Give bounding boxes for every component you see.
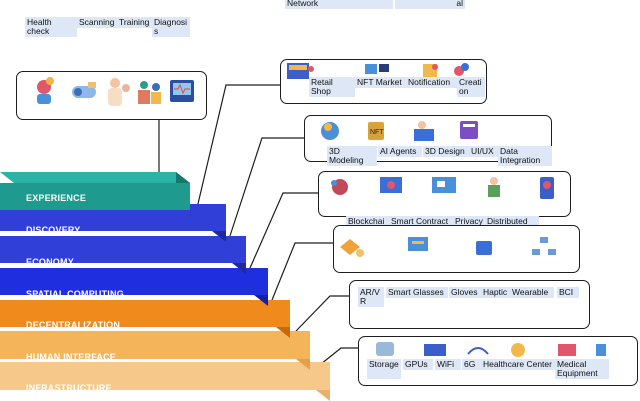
experience-icons <box>287 63 469 79</box>
wifi-icon <box>467 347 489 355</box>
top-strip-label-network: Network <box>285 0 331 9</box>
healthcare-icons <box>37 77 194 106</box>
item-retail-shop: Retail Shop <box>309 77 355 97</box>
6g-icon <box>511 343 525 357</box>
item-privacy: Privacy <box>453 216 487 227</box>
mobile-location-icon <box>540 177 554 199</box>
privacy-icon <box>476 241 492 255</box>
item-gloves: Gloves <box>449 287 481 298</box>
healthcare-center-icon <box>558 344 576 356</box>
ai-agents-icon: NFT <box>368 122 384 140</box>
gpu-icon <box>424 344 446 356</box>
training-icon <box>108 78 130 106</box>
top-strip-label-4: al <box>395 0 465 9</box>
tag-diagnosis: Diagnosis <box>152 17 190 37</box>
layer-experience-front <box>0 183 190 210</box>
layer-label-discovery: DISCOVERY <box>26 225 81 235</box>
item-3d-design: 3D Design <box>423 146 469 157</box>
layer-label-human-interface: HUMAN INTERFACE <box>26 352 116 362</box>
medical-monitor-icon <box>170 80 194 102</box>
tag-training: Training <box>117 17 153 28</box>
layer-label-economy: ECONOMY <box>26 257 74 267</box>
item-healthcare-center: Healthcare Center <box>481 359 555 370</box>
health-check-icon <box>37 77 54 104</box>
retail-shop-icon <box>287 63 314 79</box>
item-wifi: WiFi <box>435 359 461 370</box>
tag-scanning: Scanning <box>77 17 118 28</box>
medical-equipment-icon <box>596 344 606 356</box>
creation-icon <box>454 63 469 76</box>
layer-label-decentralization: DECENTRALIZATION <box>26 320 121 330</box>
diagnosis-icon <box>138 81 161 104</box>
vr-headset-icon <box>331 179 348 195</box>
economy-icons <box>340 237 556 257</box>
layer-label-infrastructure: INFRASTRUCTURE <box>26 383 112 393</box>
infrastructure-icons <box>376 342 606 357</box>
item-haptic: Haptic <box>481 287 515 298</box>
item-ar-vr: AR/VR <box>358 287 384 307</box>
storage-icon <box>376 342 394 356</box>
item-3d-modeling: 3D Modeling <box>327 146 377 166</box>
item-smart-contract: Smart Contract <box>389 216 453 227</box>
nft-market-icon <box>365 64 389 74</box>
item-ai-agents: AI Agents <box>378 146 422 157</box>
svg-text:NFT: NFT <box>370 129 384 136</box>
item-bci: BCI <box>557 287 579 298</box>
discovery-icons: NFT <box>321 121 478 141</box>
notification-icon <box>423 64 438 78</box>
layer-label-experience: EXPERIENCE <box>26 193 87 203</box>
item-nft-market: NFT Market <box>355 77 406 88</box>
layer-experience-top <box>0 172 190 183</box>
item-gpus: GPUs <box>403 359 433 370</box>
top-strip-label-3 <box>359 0 393 9</box>
item-medical-equipment: Medical Equipment <box>555 359 609 379</box>
top-strip-label-2 <box>331 0 359 9</box>
3d-modeling-icon <box>321 122 339 140</box>
monitor-icon <box>380 177 402 193</box>
blockchain-icon <box>340 239 364 257</box>
tag-health-check: Health check <box>25 17 77 37</box>
distributed-computing-icon <box>532 237 556 255</box>
scanning-icon <box>72 82 96 98</box>
layer-human-front <box>0 331 310 359</box>
3d-screen-icon <box>432 177 456 193</box>
ui-ux-icon <box>460 121 478 139</box>
spatial-icons <box>331 177 554 199</box>
item-creation: Creation <box>457 77 485 97</box>
item-ui-ux: UI/UX <box>469 146 499 157</box>
smart-contract-icon <box>408 237 428 251</box>
3d-design-icon <box>414 121 434 141</box>
layer-label-spatial-computing: SPATIAL COMPUTING <box>26 289 124 299</box>
layer-infrastructure-front <box>0 362 330 390</box>
layer-economy-front <box>0 236 246 263</box>
item-storage: Storage <box>367 359 401 379</box>
worker-icon <box>488 177 500 197</box>
item-smart-glasses: Smart Glasses <box>386 287 448 298</box>
item-wearable: Wearable <box>510 287 554 298</box>
layer-spatial-front <box>0 268 268 295</box>
item-notification: Notification <box>406 77 458 88</box>
layer-decent-front <box>0 300 290 327</box>
item-6g: 6G <box>462 359 482 370</box>
item-data-integration: Data Integration <box>498 146 552 166</box>
